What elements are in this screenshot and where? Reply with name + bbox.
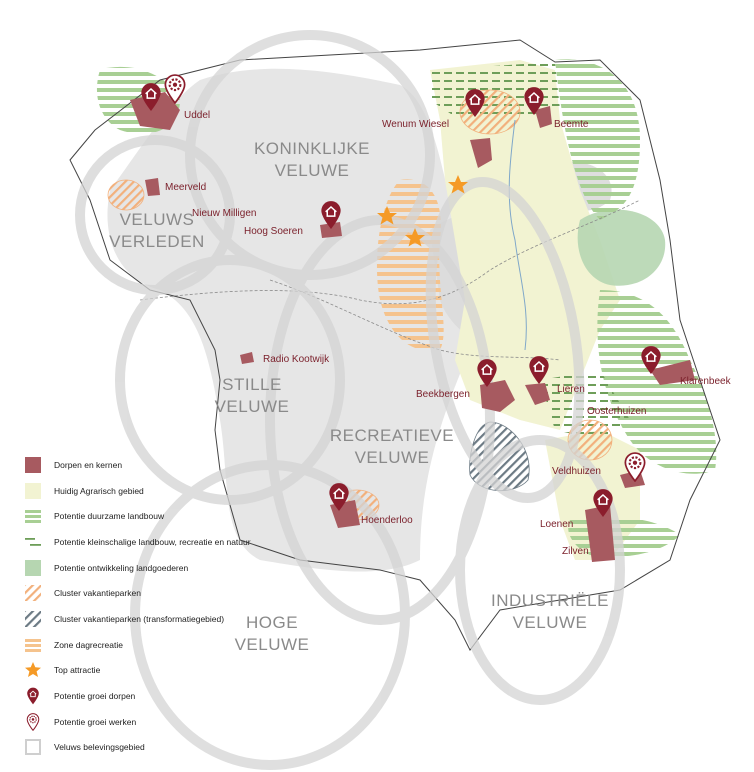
- zone-label-hoge-line2: VELUWE: [235, 635, 310, 654]
- legend: Dorpen en kernen Huidig Agrarisch gebied…: [24, 452, 324, 760]
- place-labels: Uddel Wenum Wiesel Beemte Meerveld Nieuw…: [165, 110, 732, 557]
- estates-swatch: [25, 559, 41, 576]
- place-label-oosterhuizen: Oosterhuizen: [587, 406, 646, 417]
- legend-item-experience-area: Veluws belevingsgebied: [24, 735, 324, 761]
- place-label-nieuw-milligen: Nieuw Milligen: [192, 208, 256, 219]
- sustainable-agriculture-areas: [96, 59, 717, 557]
- zone-label-verleden-line2: VERLEDEN: [109, 232, 205, 251]
- legend-item-sustainable: Potentie duurzame landbouw: [24, 503, 324, 529]
- small-scale-agriculture-hatch: [25, 537, 41, 546]
- sustainable-agriculture-hatch: [25, 510, 41, 524]
- legend-item-agricultural: Huidig Agrarisch gebied: [24, 478, 324, 504]
- zone-label-industriele-line1: INDUSTRIËLE: [491, 591, 609, 610]
- holiday-park-hatch: [25, 585, 41, 602]
- place-label-veldhuizen: Veldhuizen: [552, 466, 601, 477]
- legend-label: Potentie duurzame landbouw: [54, 511, 165, 522]
- day-recreation-hatch: [25, 638, 41, 652]
- place-label-wenum: Wenum Wiesel: [382, 119, 449, 130]
- legend-item-holiday-parks-transformation: Cluster vakantieparken (transformatiegeb…: [24, 606, 324, 632]
- legend-label: Huidig Agrarisch gebied: [54, 485, 144, 496]
- legend-item-top-attraction: Top attractie: [24, 658, 324, 684]
- star-icon: [377, 206, 397, 225]
- estates-area: [577, 209, 666, 286]
- star-icon: [405, 228, 425, 247]
- legend-label: Dorpen en kernen: [54, 459, 123, 470]
- place-label-loenen: Loenen: [540, 519, 573, 530]
- place-label-lieren: Lieren: [557, 384, 585, 395]
- zone-label-industriele-line2: VELUWE: [513, 613, 588, 632]
- legend-label: Cluster vakantieparken (transformatiegeb…: [54, 613, 225, 624]
- zone-label-recreatieve-line2: VELUWE: [355, 448, 430, 467]
- legend-label: Potentie groei werken: [54, 716, 137, 727]
- legend-item-holiday-parks: Cluster vakantieparken: [24, 580, 324, 606]
- zone-label-koninklijke-line1: KONINKLIJKE: [254, 139, 370, 158]
- place-label-hoenderloo: Hoenderloo: [361, 515, 413, 526]
- legend-label: Veluws belevingsgebied: [54, 742, 145, 753]
- place-label-zilven: Zilven: [562, 546, 589, 557]
- legend-label: Top attractie: [54, 665, 101, 676]
- legend-label: Potentie kleinschalige landbouw, recreat…: [54, 536, 251, 547]
- zone-label-stille-line2: VELUWE: [215, 397, 290, 416]
- zone-label-recreatieve-line1: RECREATIEVE: [330, 426, 454, 445]
- place-label-meerveld: Meerveld: [165, 182, 206, 193]
- place-label-klarenbeek: Klarenbeek: [680, 376, 732, 387]
- legend-item-estates: Potentie ontwikkeling landgoederen: [24, 555, 324, 581]
- work-pin-icon: [26, 712, 40, 731]
- place-label-radio-kootwijk: Radio Kootwijk: [263, 354, 330, 365]
- holiday-park-transformation-hatch: [25, 610, 41, 627]
- place-label-hoog-soeren: Hoog Soeren: [244, 226, 303, 237]
- place-label-beemte: Beemte: [554, 119, 589, 130]
- agricultural-swatch: [25, 482, 41, 499]
- zone-label-stille-line1: STILLE: [222, 375, 282, 394]
- river: [508, 119, 527, 351]
- legend-label: Potentie groei dorpen: [54, 691, 136, 702]
- top-attractions: [377, 175, 468, 247]
- villages: [130, 92, 695, 562]
- region-outline: [69, 39, 721, 651]
- legend-label: Zone dagrecreatie: [54, 639, 123, 650]
- legend-item-villages: Dorpen en kernen: [24, 452, 324, 478]
- legend-item-village-growth: Potentie groei dorpen: [24, 683, 324, 709]
- zone-label-koninklijke-line2: VELUWE: [275, 161, 350, 180]
- legend-item-small-scale: Potentie kleinschalige landbouw, recreat…: [24, 529, 324, 555]
- experience-area-swatch: [25, 739, 41, 756]
- zone-labels: KONINKLIJKE VELUWE VELUWS VERLEDEN STILL…: [109, 139, 609, 654]
- legend-label: Cluster vakantieparken: [54, 588, 141, 599]
- legend-label: Potentie ontwikkeling landgoederen: [54, 562, 189, 573]
- legend-item-work-growth: Potentie groei werken: [24, 709, 324, 735]
- star-icon: [25, 662, 41, 678]
- village-swatch: [25, 456, 41, 473]
- experience-areas: [75, 30, 625, 770]
- zone-label-hoge-line1: HOGE: [246, 613, 298, 632]
- place-label-uddel: Uddel: [184, 110, 210, 121]
- house-pin-icon: [26, 687, 40, 705]
- zone-label-verleden-line1: VELUWS: [120, 210, 195, 229]
- place-label-beekbergen: Beekbergen: [416, 389, 470, 400]
- star-icon: [448, 175, 468, 194]
- legend-item-day-recreation: Zone dagrecreatie: [24, 632, 324, 658]
- roads: [139, 199, 641, 361]
